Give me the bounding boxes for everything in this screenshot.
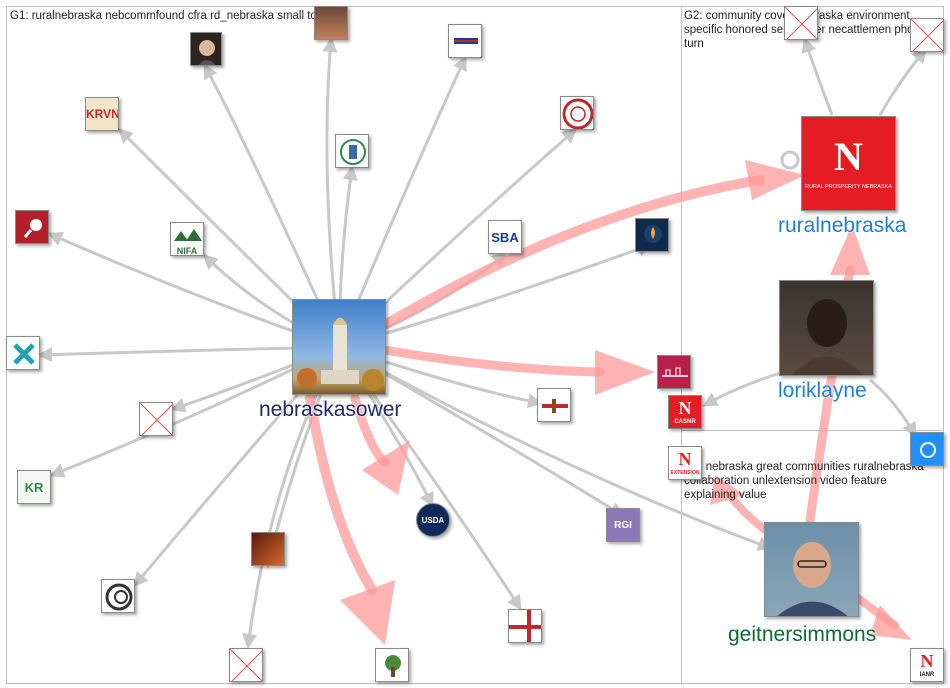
person-icon [777,542,848,616]
node-red-white-square[interactable] [508,609,542,643]
node-woman-avatar[interactable] [190,32,222,66]
tree-icon [385,655,401,677]
seal-icon [562,98,593,129]
node-blue-app-logo[interactable] [910,432,944,466]
gray-edge-20 [338,345,773,551]
person-icon [792,299,863,375]
pink-edges [305,160,912,645]
ribbon-icon [13,343,35,365]
building-icon [340,139,366,165]
flag-icon [454,38,478,44]
node-green-tree-logo[interactable] [375,648,409,682]
self-loop-edge [780,150,800,170]
gray-edge-g2-0 [801,37,834,116]
node-teal-ribbon-logo[interactable] [6,336,40,370]
ruralnebraska-logo-text: RURAL PROSPERITY NEBRASKA [805,184,892,190]
node-broken-image-3[interactable] [784,6,818,40]
node-green-building-logo[interactable] [335,134,369,168]
group-box-g3 [681,430,944,684]
node-kr-logo[interactable]: KR [17,470,51,504]
broken-image-icon [230,649,262,681]
broken-image-icon [911,19,943,51]
rgi-logo-text: RGI [614,520,632,531]
node-photo-rural[interactable] [251,532,285,566]
kr-logo-text: KR [24,480,44,495]
extension-logo-text: EXTENSION [670,470,700,476]
pink-edge-to-usda-head [362,440,410,495]
ianr-logo-text: IANR [919,672,935,678]
gray-edge-g2-3 [869,378,917,438]
label-geitnersimmons[interactable]: geitnersimmons [728,623,877,646]
capitol-building-icon [297,317,384,391]
gray-edge-g2-1 [878,47,927,116]
pink-edge-to-extension-head [710,475,745,505]
node-rgi-logo[interactable]: RGI [606,508,640,542]
node-loriklayne-avatar[interactable] [779,280,874,376]
label-loriklayne[interactable]: loriklayne [778,379,867,402]
group-label-g3: G3: nebraska great communities ruralnebr… [684,461,924,501]
node-ruralnebraska-logo[interactable]: N RURAL PROSPERITY NEBRASKA [801,116,896,211]
krvn-logo-text: KRVN [86,107,119,121]
node-magenta-logo[interactable] [657,355,691,389]
cross-icon [509,610,541,642]
node-top-photo[interactable] [314,6,348,40]
node-sba-logo[interactable]: SBA [488,220,522,254]
node-nifa-logo[interactable]: NIFA [170,222,204,256]
broken-image-icon [140,403,172,435]
usda-logo-text: USDA [421,516,445,525]
pink-edge-to-ianr-head [870,605,912,640]
node-broken-image-2[interactable] [229,648,263,682]
node-airplane-logo[interactable] [537,388,571,422]
magnifier-icon [23,219,42,238]
casnr-logo-text: CASNR [674,419,696,425]
node-ianr-logo[interactable]: N IANR [910,648,944,682]
person-icon [198,40,216,65]
pink-edge-to-ruralnebraska-head [745,160,805,200]
ruralnebraska-logo-letter: N [834,134,863,179]
gray-edge-0 [203,63,341,348]
spiral-icon [105,583,133,611]
extension-logo-letter: N [678,449,692,469]
nifa-logo-text: NIFA [176,246,198,256]
node-casnr-logo[interactable]: N CASNR [668,395,702,429]
node-spiral-logo[interactable] [101,579,135,613]
pink-edge-to-tree [305,393,377,595]
node-red-magnifier-logo[interactable] [15,210,49,244]
node-geitnersimmons-avatar[interactable] [764,522,859,617]
houses-icon [174,229,202,241]
airplane-icon [542,399,568,413]
node-association-logo[interactable] [448,24,482,58]
pink-edge-to-magenta-head [595,350,655,395]
skyline-icon [662,367,688,377]
node-dark-circle-logo[interactable] [635,218,669,252]
node-krvn-logo[interactable]: KRVN [85,97,119,131]
flame-icon [644,225,662,243]
pink-edge-to-magenta [380,345,605,377]
pink-edge-to-tree-head [340,580,395,645]
casnr-logo-letter: N [678,398,692,418]
app-icon [920,442,936,458]
label-nebraskasower[interactable]: nebraskasower [259,398,402,421]
broken-image-icon [785,7,817,39]
label-ruralnebraska[interactable]: ruralnebraska [778,214,907,237]
node-broken-image-4[interactable] [910,18,944,52]
pink-edge-to-ruralnebraska [380,175,765,330]
ianr-logo-letter: N [920,651,934,671]
node-extension-logo[interactable]: N EXTENSION [668,446,702,480]
node-seal-logo[interactable] [560,96,594,130]
sba-logo-text: SBA [491,230,519,245]
node-broken-image-1[interactable] [139,402,173,436]
pink-edge-to-ruralnebraska-from-geitner-head [830,225,870,275]
group-label-g1: G1: ruralnebraska nebcommfound cfra rd_n… [10,10,332,22]
node-usda-logo[interactable]: USDA [416,503,450,537]
node-nebraskasower-avatar[interactable] [292,299,386,395]
